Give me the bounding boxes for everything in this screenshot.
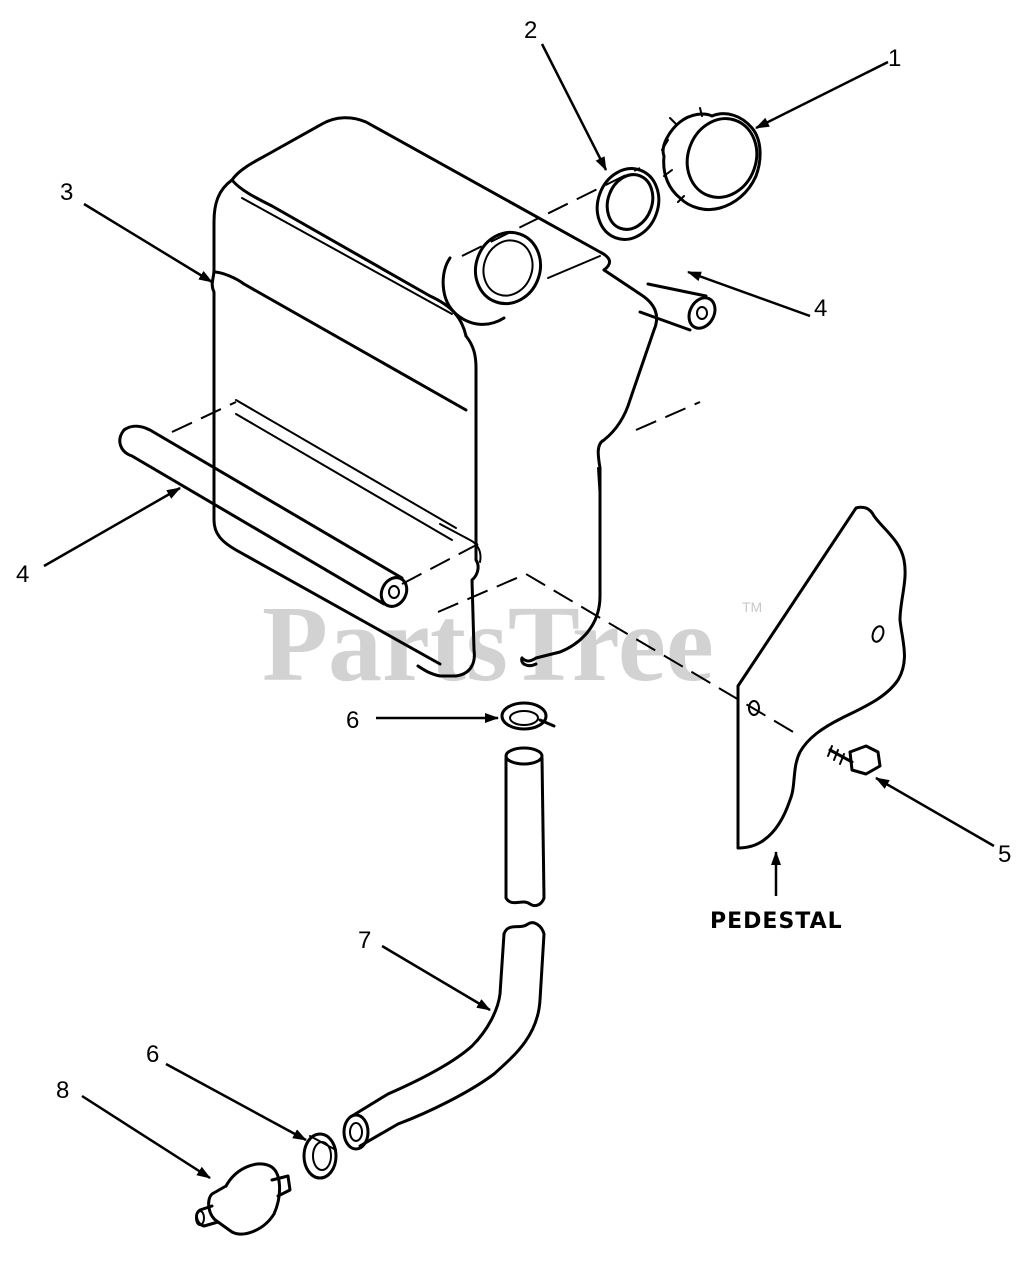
fuel-filter (195, 1162, 292, 1236)
leader-6-bottom (165, 1062, 307, 1142)
leader-4-right (687, 270, 811, 318)
callout-6-top: 6 (346, 707, 359, 734)
pedestal-label: PEDESTAL (710, 909, 843, 934)
callout-4-left: 4 (16, 561, 29, 588)
leader-4-left (43, 486, 181, 568)
cap-gasket (595, 167, 661, 241)
callout-5: 5 (998, 841, 1011, 868)
callout-2: 2 (524, 17, 537, 44)
hose-clamp-top (500, 701, 556, 731)
callout-labels: 1 2 3 4 4 5 6 6 7 8 PEDESTAL (16, 17, 1011, 1104)
fuel-line (342, 746, 546, 1151)
leader-1 (755, 60, 889, 130)
leader-3 (83, 202, 213, 284)
leader-8 (81, 1094, 211, 1180)
callout-6-bottom: 6 (146, 1041, 159, 1068)
watermark-trademark: TM (742, 599, 762, 615)
leader-2 (540, 43, 608, 171)
callout-1: 1 (888, 45, 901, 72)
mounting-rod-left (118, 424, 482, 608)
watermark: PartsTree TM (262, 585, 762, 704)
callout-7: 7 (358, 927, 371, 954)
callout-4-right: 4 (814, 295, 827, 322)
fuel-cap (661, 107, 762, 212)
centerline-rod-left (171, 401, 483, 585)
centerline-rod-right (635, 401, 701, 431)
callout-3: 3 (60, 179, 73, 206)
pedestal-plate (736, 505, 907, 850)
centerline-cap (461, 167, 641, 257)
centerline-mount (437, 572, 801, 737)
mounting-screw (827, 744, 882, 776)
leader-5 (875, 776, 995, 848)
callout-leaders (43, 43, 995, 1180)
leader-7 (381, 944, 491, 1012)
watermark-text: PartsTree (262, 585, 714, 704)
callout-8: 8 (56, 1077, 69, 1104)
hose-clamp-bottom (302, 1132, 338, 1180)
mounting-rod-right (638, 282, 717, 332)
